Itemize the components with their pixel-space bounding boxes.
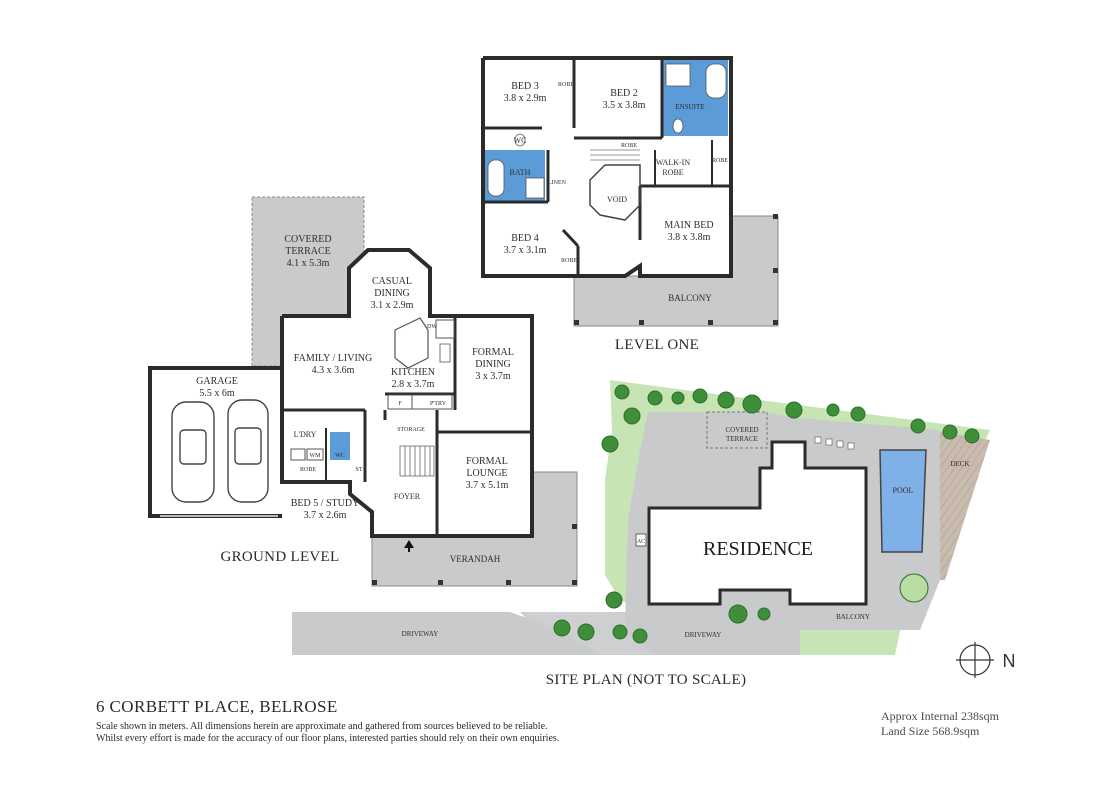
tree-icon — [553, 384, 980, 644]
bed3-size: 3.8 x 2.9m — [504, 93, 547, 104]
family-living-label: FAMILY / LIVING — [294, 353, 372, 364]
pantry-label: P'TRY — [430, 401, 447, 407]
bed3-label: BED 3 — [511, 81, 539, 92]
washing-machine-label: WM — [310, 453, 322, 459]
covered-terrace-size: 4.1 x 5.3m — [287, 258, 330, 269]
area-summary: Approx Internal 238sqm Land Size 568.9sq… — [881, 709, 999, 739]
internal-area: Approx Internal 238sqm — [881, 709, 999, 723]
casual-dining-label-2: DINING — [374, 288, 410, 299]
driveway-left-label: DRIVEWAY — [402, 630, 439, 638]
garage-label: GARAGE — [196, 376, 238, 387]
driveway-left — [292, 612, 600, 655]
land-size: Land Size 568.9sqm — [881, 724, 980, 738]
ground-level-plan: COVERED TERRACE 4.1 x 5.3m CASUAL DINING… — [148, 196, 578, 587]
formal-dining-label: FORMAL — [472, 347, 514, 358]
bed2-label: BED 2 — [610, 88, 638, 99]
bed5-size: 3.7 x 2.6m — [304, 510, 347, 521]
ground-level-title: GROUND LEVEL — [220, 549, 339, 565]
entry-arrow-icon — [404, 540, 414, 548]
dishwasher-label: DW — [427, 324, 437, 330]
pool-label: POOL — [893, 486, 914, 495]
disclaimer-line-1: Scale shown in meters. All dimensions he… — [96, 721, 548, 732]
storage-label: STORAGE — [397, 427, 425, 433]
laundry-label: L'DRY — [294, 430, 317, 439]
casual-dining-label: CASUAL — [372, 276, 412, 287]
bath-label: BATH — [510, 168, 531, 177]
residence-outline — [647, 440, 868, 606]
bed2-size: 3.5 x 3.8m — [603, 100, 646, 111]
linen-label: LINEN — [548, 180, 567, 186]
north-arrow-icon — [956, 642, 994, 678]
site-covered-terrace-label-2: TERRACE — [726, 435, 758, 443]
bed5-label: BED 5 / STUDY — [291, 498, 360, 509]
fridge-label: F — [398, 401, 402, 407]
casual-dining-size: 3.1 x 2.9m — [371, 300, 414, 311]
north-label: N — [1003, 651, 1016, 671]
disclaimer: Scale shown in meters. All dimensions he… — [96, 721, 559, 745]
driveway-right — [520, 612, 800, 655]
site-plan: RESIDENCE COVERED TERRACE POOL DECK AC B… — [292, 380, 1016, 688]
ensuite-label: ENSUITE — [675, 103, 704, 111]
upper-wc-label: WC — [514, 136, 527, 145]
kitchen-size: 2.8 x 3.7m — [392, 379, 435, 390]
upper-robe-label: ROBE — [621, 143, 637, 149]
void-label: VOID — [607, 195, 627, 204]
formal-lounge-label-2: LOUNGE — [466, 468, 507, 479]
formal-dining-size: 3 x 3.7m — [475, 371, 511, 382]
site-balcony-label: BALCONY — [836, 613, 870, 621]
main-bed-size: 3.8 x 3.8m — [668, 232, 711, 243]
site-plan-title: SITE PLAN (NOT TO SCALE) — [546, 672, 747, 688]
foyer-label: FOYER — [394, 492, 421, 501]
site-covered-terrace-label: COVERED — [725, 426, 758, 434]
bed4-robe-label: ROBE — [561, 258, 577, 264]
ground-store-label: ST — [355, 467, 362, 473]
formal-dining-label-2: DINING — [475, 359, 511, 370]
deck-label: DECK — [950, 460, 969, 468]
bed3-robe-label: ROBE — [558, 82, 574, 88]
walkin-robe-label-2: ROBE — [662, 168, 683, 177]
formal-lounge-label: FORMAL — [466, 456, 508, 467]
covered-terrace-label-2: TERRACE — [285, 246, 331, 257]
car-icon — [171, 401, 215, 503]
walkin-robe-label: WALK-IN — [656, 158, 690, 167]
main-robe-label: ROBE — [712, 158, 728, 164]
disclaimer-line-2: Whilst every effort is made for the accu… — [96, 733, 560, 744]
covered-terrace-label: COVERED — [284, 234, 331, 245]
level-one-title: LEVEL ONE — [615, 337, 699, 353]
formal-lounge-size: 3.7 x 5.1m — [466, 480, 509, 491]
level-one-plan: BED 3 3.8 x 2.9m BED 2 3.5 x 3.8m ENSUIT… — [481, 56, 779, 353]
garage-size: 5.5 x 6m — [199, 388, 235, 399]
bed4-label: BED 4 — [511, 233, 539, 244]
ac-label: AC — [637, 539, 645, 545]
kitchen-label: KITCHEN — [391, 367, 435, 378]
verandah-label: VERANDAH — [450, 554, 501, 564]
ground-wc-label: WC — [335, 453, 345, 459]
level-one-balcony-label: BALCONY — [668, 293, 712, 303]
ground-robe-label: ROBE — [300, 467, 316, 473]
driveway-right-label: DRIVEWAY — [685, 631, 722, 639]
family-living-size: 4.3 x 3.6m — [312, 365, 355, 376]
ground-wc-area — [330, 432, 350, 460]
main-bed-label: MAIN BED — [664, 220, 713, 231]
deck-area — [940, 432, 990, 580]
bed4-size: 3.7 x 3.1m — [504, 245, 547, 256]
car-icon — [227, 399, 269, 503]
property-address: 6 CORBETT PLACE, BELROSE — [96, 697, 338, 716]
pool-area — [879, 449, 927, 553]
residence-label: RESIDENCE — [703, 538, 813, 560]
